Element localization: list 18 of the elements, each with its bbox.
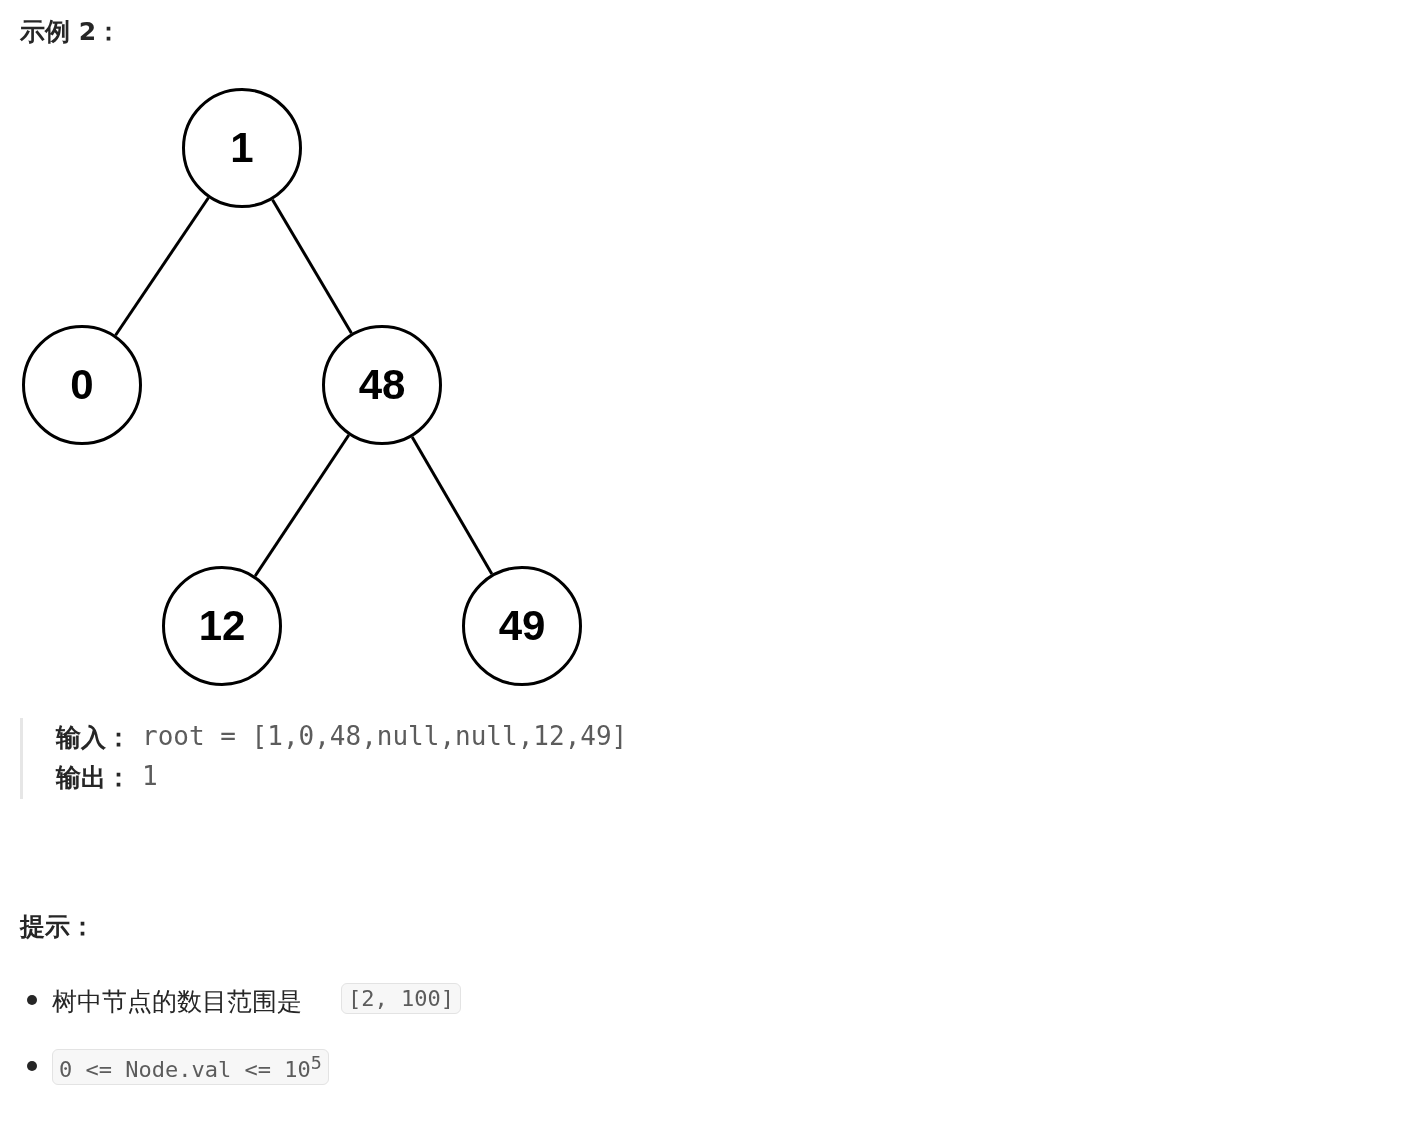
code-text: 1 <box>142 761 158 791</box>
tree-node-circle: 1 <box>182 88 302 208</box>
heading: 示例 2： <box>20 16 122 48</box>
inline-code: 0 <= Node.val <= 10$^{5}$ <box>52 1049 329 1086</box>
tree-node-circle: 0 <box>22 325 142 445</box>
tree-edge <box>253 434 351 577</box>
tree-edge <box>271 198 353 335</box>
bullet-text: 树中节点的数目范围是 <box>52 986 302 1018</box>
tree-node-circle: 12 <box>162 566 282 686</box>
inline-code: [2, 100] <box>341 983 461 1014</box>
tree-node-circle: 49 <box>462 566 582 686</box>
code-text: root = [1,0,48,null,null,12,49] <box>142 721 628 751</box>
field-label: 输出： <box>56 762 131 794</box>
tree-node-circle: 48 <box>322 325 442 445</box>
field-label: 输入： <box>56 722 131 754</box>
tree-edge <box>410 436 494 575</box>
heading: 提示： <box>20 911 95 943</box>
tree-edge <box>114 196 210 337</box>
